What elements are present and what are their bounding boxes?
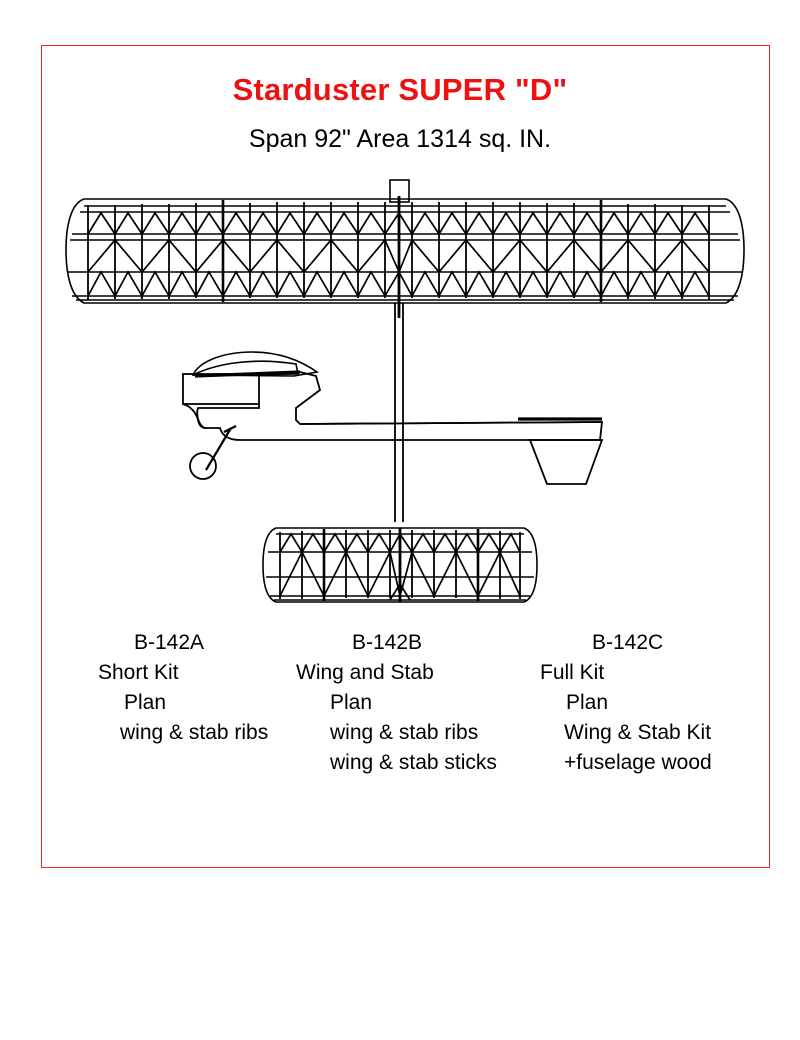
kit-a-code: B-142A (134, 631, 205, 654)
fuselage-stringer (299, 421, 603, 425)
kit-a-name: Short Kit (98, 661, 179, 684)
kit-b-content-2: wing & stab sticks (330, 751, 497, 774)
fuselage-lower-nose (182, 403, 207, 429)
stab-truss-middle (279, 549, 521, 598)
kit-b-plan: Plan (330, 691, 373, 714)
stabilizer-main-spars (322, 529, 480, 601)
landing-gear-axle-top (223, 425, 237, 433)
kit-a-content-1: wing & stab ribs (120, 721, 269, 744)
canopy-line (192, 360, 299, 376)
fuselage-side-view (182, 351, 604, 485)
kit-c-plan: Plan (566, 691, 609, 714)
kit-c-content-1: Wing & Stab Kit (564, 721, 712, 744)
kit-c-name: Full Kit (540, 661, 605, 684)
rudder-fin (528, 439, 604, 485)
red-border-frame (41, 45, 770, 868)
wing-outline (65, 198, 745, 304)
kit-b-code: B-142B (352, 631, 423, 654)
kit-b-content-1: wing & stab ribs (330, 721, 479, 744)
kit-c-content-2: +fuselage wood (564, 751, 712, 774)
kit-column-a: B-142A Short Kit Plan wing & stab ribs (98, 628, 268, 748)
kit-column-c: B-142C Full Kit Plan Wing & Stab Kit +fu… (540, 628, 712, 778)
wing-truss-upper (87, 211, 710, 236)
kit-b-name: Wing and Stab (296, 661, 434, 684)
canopy (191, 351, 320, 377)
kit-column-b: B-142B Wing and Stab Plan wing & stab ri… (296, 628, 497, 778)
stabilizer-plan-view (262, 527, 538, 603)
stab-truss-upper (279, 532, 521, 554)
page-subtitle: Span 92" Area 1314 sq. IN. (248, 125, 552, 153)
landing-gear (205, 427, 232, 471)
wing-mast (394, 303, 404, 522)
wing-truss-lower (87, 270, 710, 298)
engine-box (182, 373, 260, 405)
wing-plan-view (65, 179, 745, 318)
page-title: Starduster SUPER "D" (232, 72, 568, 107)
fuselage-outline (196, 371, 604, 441)
stab-center-v (389, 582, 411, 601)
wheel (189, 452, 217, 480)
stabilizer-outline (262, 527, 538, 603)
wing-main-spars (221, 200, 603, 302)
kit-c-code: B-142C (592, 631, 664, 654)
kit-a-plan: Plan (124, 691, 167, 714)
